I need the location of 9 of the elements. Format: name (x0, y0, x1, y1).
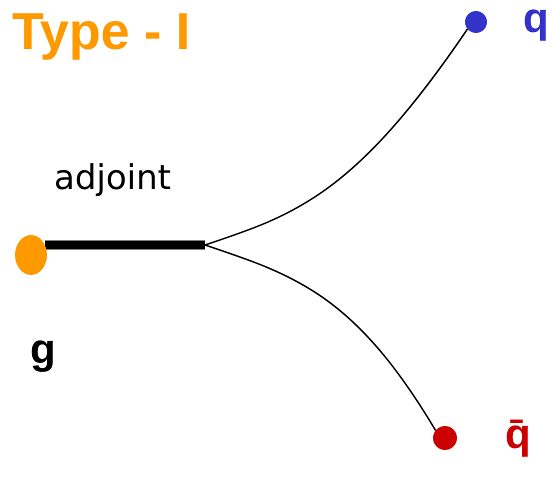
particle-label: q̄ (505, 410, 531, 458)
dot (465, 11, 487, 33)
particle-label: q (523, 0, 549, 42)
particle-label: g (30, 325, 56, 373)
dot (433, 426, 457, 450)
thick-line (45, 240, 205, 250)
dot (15, 235, 47, 275)
line-label: adjoint (54, 158, 171, 198)
title: Type - I (12, 2, 190, 62)
